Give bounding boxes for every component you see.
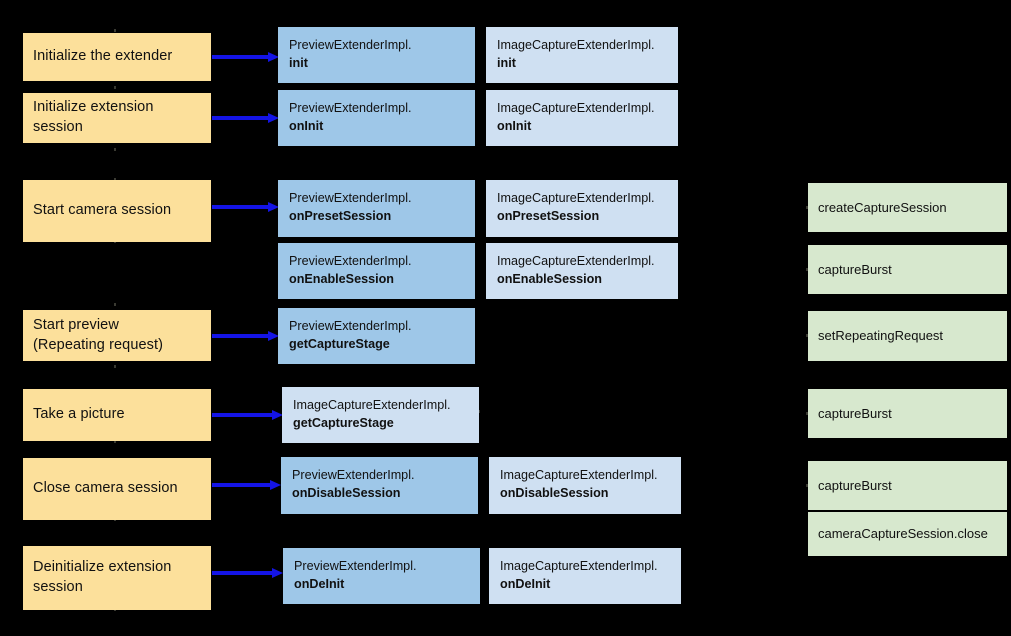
method-box-preview-ondeinit[interactable]: PreviewExtenderImpl. onDeInit [283,548,480,604]
stage-box-initialize-extension-session[interactable]: Initialize extension session [23,93,211,143]
guide-tick [806,484,808,487]
arrow-start-camera-session [212,202,279,212]
guide-tick [114,86,116,89]
api-call-label: captureBurst [818,477,892,493]
guide-tick [478,410,480,413]
method-box-imagecapture-getcapturestage[interactable]: ImageCaptureExtenderImpl. getCaptureStag… [282,387,479,443]
guide-tick [114,365,116,368]
method-name: onDisableSession [292,485,401,500]
guide-tick [806,334,808,337]
stage-label: Initialize the extender [33,48,173,65]
method-name: onDisableSession [500,485,609,500]
method-box-preview-onenablesession[interactable]: PreviewExtenderImpl. onEnableSession [278,243,475,299]
method-class: ImageCaptureExtenderImpl. [497,191,655,205]
method-box-capture-init[interactable]: ImageCaptureExtenderImpl. init [486,27,678,83]
method-class: PreviewExtenderImpl. [292,468,415,482]
method-class: PreviewExtenderImpl. [289,254,412,268]
api-call-label: captureBurst [818,261,892,277]
stage-label: Take a picture [33,406,125,423]
arrow-deinitialize-extension-session [212,568,283,578]
guide-tick [114,178,116,181]
guide-tick [806,268,808,271]
method-name: onEnableSession [289,271,394,286]
api-call-box-captureburst-3[interactable]: captureBurst [808,461,1007,510]
arrow-initialize-the-extender [212,52,279,62]
arrow-start-preview [212,331,279,341]
guide-tick [114,440,116,443]
guide-tick [806,412,808,415]
api-call-box-captureburst-2[interactable]: captureBurst [808,389,1007,438]
stage-box-deinitialize-extension-session[interactable]: Deinitialize extension session [23,546,211,610]
arrow-close-camera-session [212,480,281,490]
method-class: PreviewExtenderImpl. [289,101,412,115]
method-class: ImageCaptureExtenderImpl. [497,38,655,52]
method-class: PreviewExtenderImpl. [289,38,412,52]
method-class: ImageCaptureExtenderImpl. [293,398,451,412]
method-box-capture-ondeinit[interactable]: ImageCaptureExtenderImpl. onDeInit [489,548,681,604]
method-box-capture-onpresetsession[interactable]: ImageCaptureExtenderImpl. onPresetSessio… [486,180,678,237]
api-call-label: createCaptureSession [818,199,947,215]
method-name: init [497,55,516,70]
method-class: ImageCaptureExtenderImpl. [497,254,655,268]
method-box-preview-onpresetsession[interactable]: PreviewExtenderImpl. onPresetSession [278,180,475,237]
api-call-box-captureburst-1[interactable]: captureBurst [808,245,1007,294]
method-name: onEnableSession [497,271,602,286]
method-class: ImageCaptureExtenderImpl. [500,468,658,482]
method-class: ImageCaptureExtenderImpl. [497,101,655,115]
method-name: onDeInit [294,576,345,591]
stage-label: Initialize extension session [33,99,154,135]
method-box-capture-ondisablesession[interactable]: ImageCaptureExtenderImpl. onDisableSessi… [489,457,681,514]
arrow-initialize-extension-session [212,113,279,123]
stage-label: Start camera session [33,202,172,219]
method-name: init [289,55,308,70]
method-name: onDeInit [500,576,551,591]
stage-box-initialize-the-extender[interactable]: Initialize the extender [23,33,211,81]
method-name: onPresetSession [289,208,392,223]
guide-tick [114,29,116,32]
method-box-capture-onenablesession[interactable]: ImageCaptureExtenderImpl. onEnableSessio… [486,243,678,299]
stage-box-start-camera-session[interactable]: Start camera session [23,180,211,242]
arrow-take-a-picture [212,410,283,420]
method-class: PreviewExtenderImpl. [294,559,417,573]
api-call-box-setrepeatingrequest[interactable]: setRepeatingRequest [808,311,1007,361]
guide-tick [114,148,116,151]
guide-tick [114,303,116,306]
api-call-label: captureBurst [818,405,892,421]
method-class: ImageCaptureExtenderImpl. [500,559,658,573]
stage-box-take-a-picture[interactable]: Take a picture [23,389,211,441]
method-box-capture-oninit[interactable]: ImageCaptureExtenderImpl. onInit [486,90,678,146]
method-class: PreviewExtenderImpl. [289,319,412,333]
method-box-preview-ondisablesession[interactable]: PreviewExtenderImpl. onDisableSession [281,457,478,514]
api-call-box-cameracapturesession-close[interactable]: cameraCaptureSession.close [808,512,1007,556]
stage-box-start-preview[interactable]: Start preview (Repeating request) [23,310,211,361]
stage-label: Start preview (Repeating request) [33,316,164,353]
stage-label: Close camera session [33,480,178,497]
api-call-label: cameraCaptureSession.close [818,526,988,542]
method-box-preview-getcapturestage[interactable]: PreviewExtenderImpl. getCaptureStage [278,308,475,364]
method-name: onInit [497,118,532,133]
api-call-label: setRepeatingRequest [818,328,944,344]
method-box-preview-oninit[interactable]: PreviewExtenderImpl. onInit [278,90,475,146]
api-call-box-createcapturesession[interactable]: createCaptureSession [808,183,1007,232]
method-name: onPresetSession [497,208,600,223]
method-box-preview-init[interactable]: PreviewExtenderImpl. init [278,27,475,83]
method-name: getCaptureStage [289,336,390,351]
stage-box-close-camera-session[interactable]: Close camera session [23,458,211,520]
method-name: getCaptureStage [293,415,394,430]
method-name: onInit [289,118,324,133]
method-class: PreviewExtenderImpl. [289,191,412,205]
stage-label: Deinitialize extension session [33,559,172,595]
guide-tick [806,206,808,209]
